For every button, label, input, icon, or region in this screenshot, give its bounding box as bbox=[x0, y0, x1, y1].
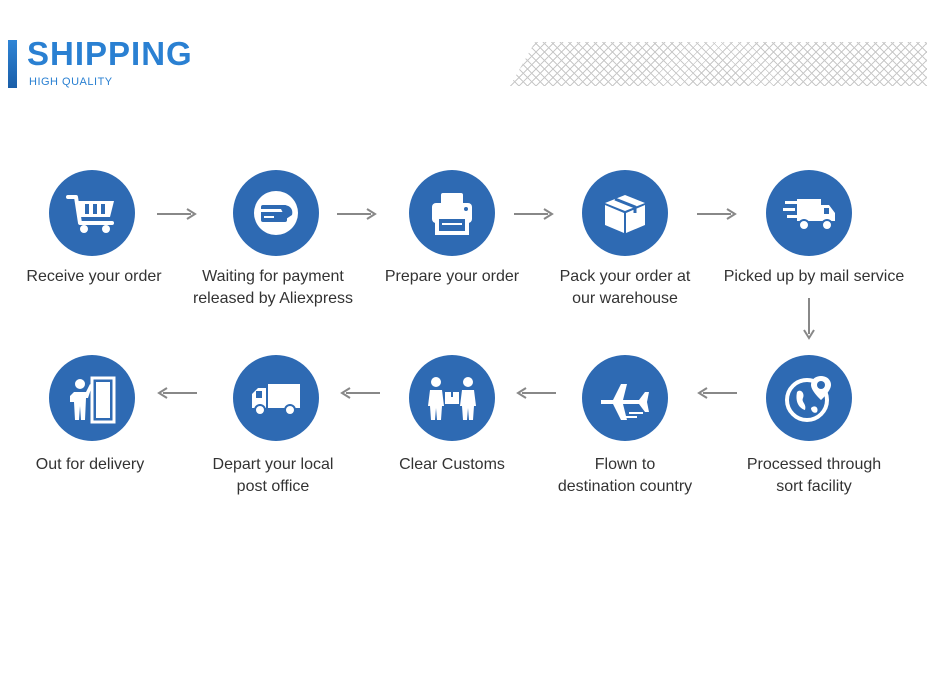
payment-card-icon bbox=[254, 191, 298, 235]
step-10-circle bbox=[49, 355, 135, 441]
decorative-hatch-pattern bbox=[510, 42, 927, 86]
arrow-down-icon bbox=[803, 298, 815, 340]
arrow-right-icon bbox=[337, 208, 377, 220]
courier-door-icon bbox=[70, 376, 116, 424]
package-box-icon bbox=[605, 195, 645, 233]
step-7-circle bbox=[582, 355, 668, 441]
step-4-line2: our warehouse bbox=[572, 290, 678, 307]
step-9-label: Depart your local post office bbox=[173, 454, 373, 498]
shopping-cart-icon bbox=[66, 195, 114, 233]
step-5-circle bbox=[766, 170, 852, 256]
arrow-right-icon bbox=[514, 208, 554, 220]
step-6-line2: sort facility bbox=[776, 478, 852, 495]
arrow-right-icon bbox=[157, 208, 197, 220]
step-9-line1: Depart your local bbox=[212, 456, 334, 473]
step-2-line2: released by Aliexpress bbox=[192, 290, 354, 307]
step-3-circle bbox=[409, 170, 495, 256]
step-8-circle bbox=[409, 355, 495, 441]
step-8-label: Clear Customs bbox=[352, 454, 552, 476]
step-4-label: Pack your order at our warehouse bbox=[525, 266, 725, 310]
step-2-circle bbox=[233, 170, 319, 256]
step-7-line1: Flown to bbox=[594, 456, 656, 473]
arrow-right-icon bbox=[697, 208, 737, 220]
step-7-line2: destination country bbox=[557, 478, 693, 495]
globe-location-icon bbox=[785, 376, 831, 422]
step-9-line2: post office bbox=[236, 478, 310, 495]
step-3-line1: Prepare your order bbox=[384, 268, 520, 285]
fast-delivery-truck-icon bbox=[783, 199, 835, 231]
step-1-line1: Receive your order bbox=[26, 268, 162, 285]
step-10-line1: Out for delivery bbox=[35, 456, 145, 473]
step-7-label: Flown to destination country bbox=[525, 454, 725, 498]
step-8-line1: Clear Customs bbox=[399, 456, 505, 473]
step-6-line1: Processed through bbox=[746, 456, 882, 473]
step-9-circle bbox=[233, 355, 319, 441]
step-6-circle bbox=[766, 355, 852, 441]
arrow-left-icon bbox=[340, 387, 380, 399]
step-6-label: Processed through sort facility bbox=[714, 454, 914, 498]
printer-icon bbox=[432, 193, 472, 235]
step-4-circle bbox=[582, 170, 668, 256]
step-3-label: Prepare your order bbox=[352, 266, 552, 288]
step-10-label: Out for delivery bbox=[0, 454, 190, 476]
step-4-line1: Pack your order at bbox=[559, 268, 691, 285]
delivery-truck-icon bbox=[252, 384, 300, 416]
page-title: SHIPPING bbox=[27, 35, 193, 72]
step-1-circle bbox=[49, 170, 135, 256]
customs-handover-icon bbox=[428, 377, 476, 420]
page-subtitle: HIGH QUALITY bbox=[29, 76, 113, 88]
airplane-icon bbox=[601, 384, 649, 420]
step-2-label: Waiting for payment released by Aliexpre… bbox=[173, 266, 373, 310]
step-5-label: Picked up by mail service bbox=[714, 266, 914, 288]
step-5-line1: Picked up by mail service bbox=[723, 268, 905, 285]
header-accent-bar bbox=[8, 40, 17, 88]
arrow-left-icon bbox=[697, 387, 737, 399]
step-1-label: Receive your order bbox=[0, 266, 194, 288]
arrow-left-icon bbox=[157, 387, 197, 399]
arrow-left-icon bbox=[516, 387, 556, 399]
step-2-line1: Waiting for payment bbox=[202, 268, 344, 285]
